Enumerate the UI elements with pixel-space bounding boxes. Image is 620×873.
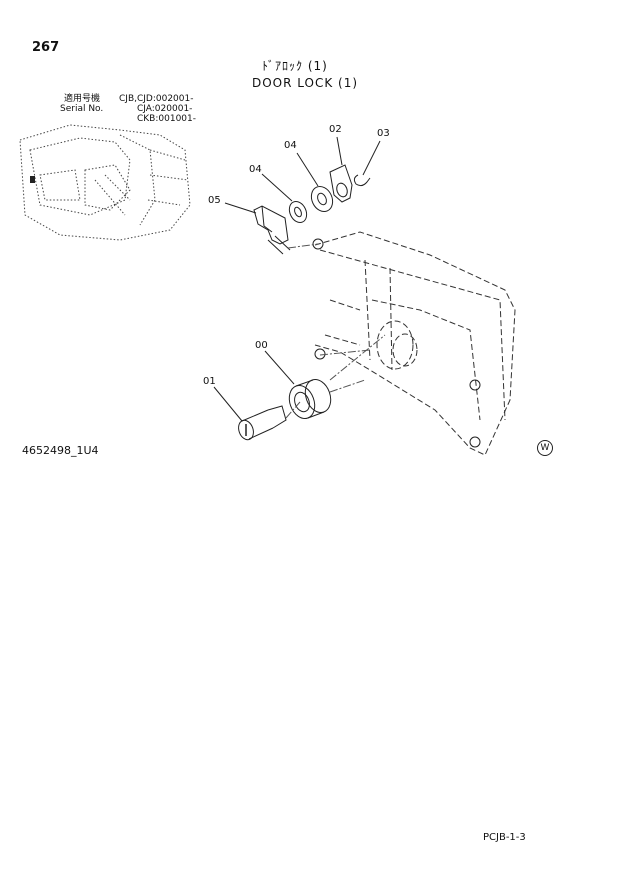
serial-range-1: CJB,CJD:002001- (119, 94, 194, 104)
page-title-japanese: ﾄﾞｱﾛｯｸ (1) (262, 59, 328, 73)
latch-plate-part (253, 205, 291, 255)
page-code: PCJB-1-3 (483, 832, 526, 843)
machine-location-thumbnail (19, 124, 191, 241)
callout-leader-02 (336, 136, 343, 166)
callout-05: 05 (208, 195, 221, 206)
location-marker (30, 176, 35, 183)
page-number: 267 (32, 40, 60, 55)
callout-03: 03 (377, 128, 390, 139)
retaining-clip-part (353, 174, 371, 187)
drawing-code: 4652498_1U4 (22, 444, 99, 457)
serial-label: Serial No. (60, 104, 104, 114)
door-hinge-hole (312, 238, 324, 250)
callout-leader-01 (213, 386, 243, 422)
callout-00: 00 (255, 340, 268, 351)
callout-leader-04b (296, 152, 319, 187)
callout-02: 02 (329, 124, 342, 135)
serial-range-2: CJA:020001- (137, 104, 193, 114)
cam-lever-part (329, 164, 353, 203)
bushing-part (288, 379, 332, 419)
door-hinge-hole (469, 436, 481, 448)
callout-01: 01 (203, 376, 216, 387)
serial-label-japanese: 適用号機 (64, 94, 101, 104)
washer-part-2 (310, 185, 334, 213)
callout-leader-05 (224, 202, 257, 214)
serial-range-3: CKB:001001- (137, 114, 196, 124)
key-cylinder-part (238, 405, 287, 441)
page-title: DOOR LOCK (1) (252, 76, 359, 90)
callout-leader-00 (264, 350, 295, 385)
callout-04-lower: 04 (249, 164, 262, 175)
washer-part-1 (288, 200, 308, 224)
callout-leader-04a (261, 173, 293, 202)
callout-leader-03 (362, 140, 381, 176)
revision-mark: W (537, 440, 553, 456)
door-panel (314, 231, 516, 456)
callout-04-upper: 04 (284, 140, 297, 151)
door-hinge-hole (314, 348, 326, 360)
door-hinge-hole (469, 379, 481, 391)
